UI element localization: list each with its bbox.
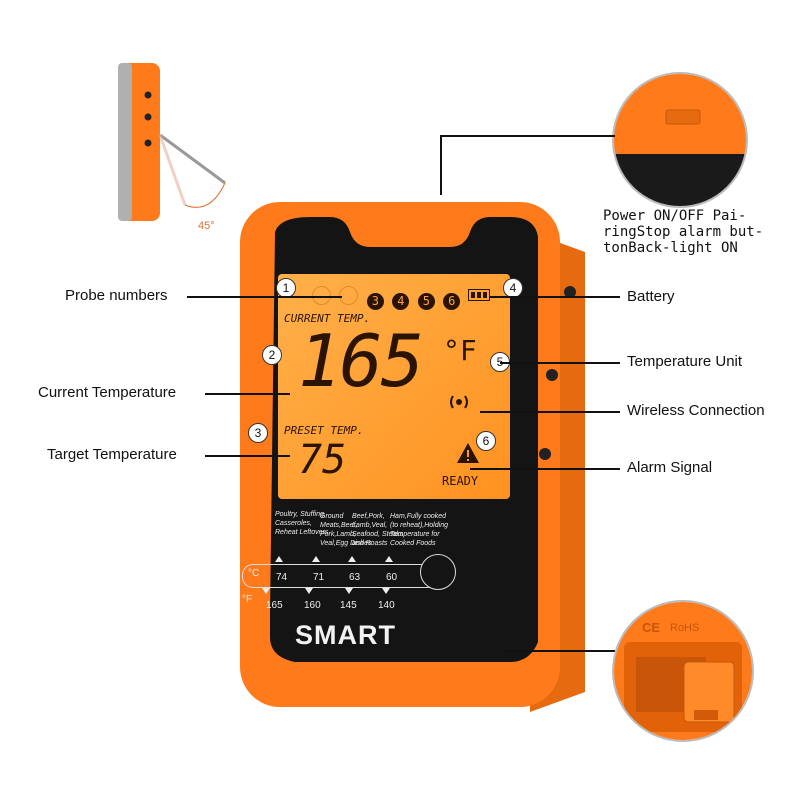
current-temp-label: CURRENT TEMP. (284, 312, 371, 325)
food-guide-4: Ham,Fully cooked (to reheat),Holding Tem… (390, 513, 448, 547)
food-guide-3: Beef,Pork, Lamb,Veal, Seafood, Steaks an… (352, 513, 404, 547)
probe-6: 6 (443, 293, 461, 310)
angle-label: 45° (198, 220, 215, 232)
fahrenheit-145: 145 (340, 600, 357, 611)
badge-3: 3 (248, 423, 268, 443)
celsius-63: 63 (349, 572, 361, 583)
battery-icon (468, 289, 490, 301)
lcd-screen: 3 4 5 6 CURRENT TEMP. 165 °F PRESET TEMP… (278, 274, 510, 499)
battery-compartment-zoom: CE RoHS (612, 600, 754, 742)
side-view-illustration: 45° (100, 55, 240, 235)
ce-mark: CE (642, 620, 661, 635)
preset-temp-value: 75 (298, 437, 347, 483)
badge-2: 2 (262, 345, 282, 365)
celsius-unit: °C (248, 568, 260, 579)
power-button-zoom (612, 72, 748, 208)
power-callout: Power ON/OFF Pai-ringStop alarm but-tonB… (603, 208, 764, 256)
probe-3: 3 (366, 293, 384, 310)
current-temp-value: 165 (298, 319, 424, 403)
probe-5: 5 (417, 293, 435, 310)
fahrenheit-unit: °F (242, 594, 253, 605)
food-guide-1: Poultry, Stuffing, Casseroles, Reheat Le… (275, 511, 329, 536)
probe-4: 4 (392, 293, 410, 310)
badge-1: 1 (276, 278, 296, 298)
scale-bulb (420, 554, 456, 590)
preset-temp-label: PRESET TEMP. (284, 424, 364, 437)
rohs-mark: RoHS (670, 622, 700, 634)
celsius-71: 71 (313, 572, 325, 583)
callout-probe-numbers: Probe numbers (65, 287, 168, 304)
unit-display: °F (443, 334, 477, 367)
callout-alarm-signal: Alarm Signal (627, 459, 713, 476)
temperature-scale (242, 564, 444, 588)
status-text: READY (442, 474, 479, 488)
wireless-icon (450, 395, 468, 409)
probe-indicators: 3 4 5 6 (312, 286, 464, 310)
callout-wireless-connection: Wireless Connection (627, 402, 765, 419)
celsius-74: 74 (276, 572, 288, 583)
callout-current-temperature: Current Temperature (38, 384, 177, 401)
brand-logo: SMART (295, 620, 396, 650)
food-guide-2: Ground Meats,Beef, Pork,Lamb, Veal,Egg D… (320, 513, 372, 547)
celsius-60: 60 (386, 572, 398, 583)
fahrenheit-140: 140 (378, 600, 395, 611)
callout-battery: Battery (627, 288, 675, 305)
thermometer-device: 3 4 5 6 CURRENT TEMP. 165 °F PRESET TEMP… (200, 192, 585, 717)
fahrenheit-165: 165 (266, 600, 283, 611)
fahrenheit-160: 160 (304, 600, 321, 611)
badge-6: 6 (476, 431, 496, 451)
callout-temperature-unit: Temperature Unit (627, 353, 743, 370)
badge-4: 4 (503, 278, 523, 298)
callout-target-temperature: Target Temperature (47, 446, 177, 463)
alarm-icon (457, 443, 479, 463)
